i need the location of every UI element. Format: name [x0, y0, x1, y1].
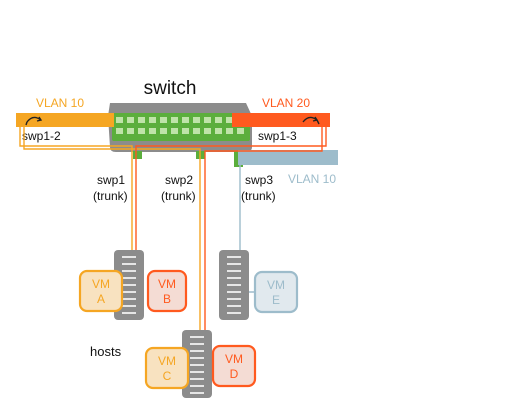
server-slot [227, 277, 241, 279]
vlan-left: VLAN 10 [16, 96, 114, 127]
link-vlan10-swp2 [23, 127, 201, 353]
server-slot [122, 291, 136, 293]
vm-c: VM C [144, 346, 190, 390]
server-slot [122, 263, 136, 265]
switch-port [138, 117, 145, 123]
port-stub-swp1 [133, 151, 142, 159]
server-slot [122, 277, 136, 279]
switch-title: switch [144, 78, 197, 99]
server-slot [190, 392, 204, 394]
switch-port [149, 128, 156, 134]
port-mode-swp1: (trunk) [93, 189, 128, 203]
server-slot [122, 298, 136, 300]
vm-e-title: VM [267, 278, 285, 292]
bridge-left-icon [25, 116, 43, 126]
port-labels: swp1 (trunk) swp2 (trunk) swp3 (trunk) [93, 173, 276, 203]
link-vlan10-swp1 [19, 127, 133, 286]
server-slot [190, 336, 204, 338]
vm-e-letter: E [272, 293, 280, 307]
server-slot [122, 270, 136, 272]
switch-port [237, 128, 244, 134]
switch-port [226, 117, 233, 123]
server-slot [190, 343, 204, 345]
switch-port [204, 117, 211, 123]
switch-port [215, 117, 222, 123]
vm-a-title: VM [92, 277, 110, 291]
vm-a-letter: A [97, 292, 105, 306]
server-slot [227, 312, 241, 314]
vm-b-title: VM [158, 277, 176, 291]
switch-port [160, 128, 167, 134]
port-name-swp3: swp3 [245, 173, 273, 187]
vm-a: VM A [78, 269, 124, 313]
vlan-right-label: VLAN 20 [262, 96, 310, 110]
switch-port-grid [116, 117, 244, 134]
vlan-swp3: VLAN 10 [238, 150, 338, 186]
switch-port [127, 117, 134, 123]
server-slot [190, 378, 204, 380]
switch-port [182, 128, 189, 134]
port-name-swp2: swp2 [165, 173, 193, 187]
vlan-swp3-bar [238, 150, 338, 165]
hosts-label: hosts [90, 344, 122, 359]
vm-d: VM D [211, 344, 257, 388]
vlan-right-bar [232, 113, 330, 127]
switch: switch [108, 78, 252, 167]
switch-port [226, 128, 233, 134]
switch-port [215, 128, 222, 134]
port-mode-swp3: (trunk) [241, 189, 276, 203]
switch-port [160, 117, 167, 123]
vm-e: VM E [253, 270, 299, 314]
vm-b-letter: B [163, 292, 171, 306]
switch-port [193, 128, 200, 134]
vlan-right: VLAN 20 [232, 96, 330, 127]
server-slot [227, 263, 241, 265]
port-mode-swp2: (trunk) [161, 189, 196, 203]
switch-port [182, 117, 189, 123]
server-slot [227, 284, 241, 286]
switch-port [127, 128, 134, 134]
switch-port [171, 117, 178, 123]
vm-b: VM B [146, 269, 188, 313]
switch-port [116, 117, 123, 123]
server-slot [190, 357, 204, 359]
bond-left-label: swp1-2 [22, 129, 61, 143]
port-name-swp1: swp1 [97, 173, 125, 187]
switch-port [171, 128, 178, 134]
bridge-right-icon [302, 116, 320, 125]
link-vlan20-swp1 [135, 127, 327, 286]
switch-port [116, 128, 123, 134]
switch-port [138, 128, 145, 134]
server-slot [122, 284, 136, 286]
vm-d-letter: D [230, 367, 239, 381]
host-server-3 [182, 330, 212, 398]
vm-c-title: VM [158, 354, 176, 368]
server-slot [190, 385, 204, 387]
server-slot [190, 371, 204, 373]
vlan-left-bar [16, 113, 114, 127]
switch-port [193, 117, 200, 123]
server-slot [227, 305, 241, 307]
server-slot [227, 291, 241, 293]
host-server-2 [219, 250, 249, 320]
server-slot [227, 256, 241, 258]
vlan-left-label: VLAN 10 [36, 96, 84, 110]
switch-port [149, 117, 156, 123]
server-slot [122, 312, 136, 314]
bond-right-label: swp1-3 [258, 129, 297, 143]
server-slot [227, 298, 241, 300]
server-slot [190, 350, 204, 352]
vm-d-title: VM [225, 352, 243, 366]
vm-c-letter: C [163, 369, 172, 383]
server-slot [122, 256, 136, 258]
server-slot [122, 305, 136, 307]
server-slot [227, 270, 241, 272]
switch-port [204, 128, 211, 134]
vlan-swp3-label: VLAN 10 [288, 172, 336, 186]
server-slot [190, 364, 204, 366]
